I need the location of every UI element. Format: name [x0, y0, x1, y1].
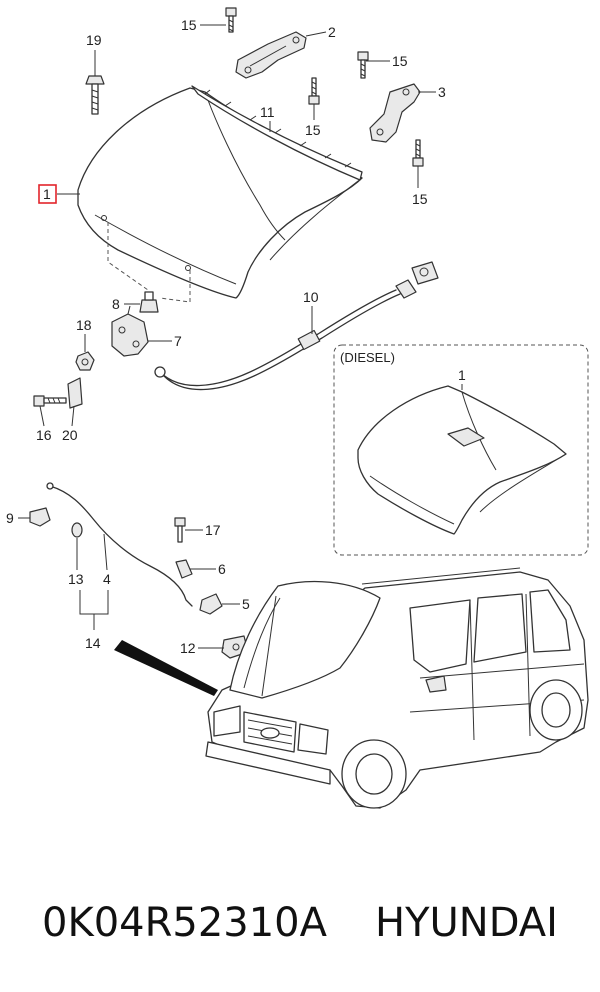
bolt-15-upper-right: [357, 51, 369, 79]
callout-20: 20: [62, 427, 78, 443]
release-cable-10: [154, 261, 439, 391]
bolt-15-middle: [308, 77, 320, 105]
grommet-13: [71, 522, 83, 538]
callout-1-diesel: 1: [458, 367, 466, 383]
bolt-15-top: [225, 7, 237, 33]
prop-rod-4: [46, 482, 193, 607]
part-number: 0K04R52310A: [42, 900, 327, 946]
diesel-hood: [357, 385, 567, 535]
parts-diagram: (DIESEL) 1 1 2 3 15 15 15 15 11 19 8 10 …: [6, 7, 589, 809]
callout-17: 17: [205, 522, 221, 538]
callout-1-highlight: [38, 184, 57, 204]
hood-panel: [77, 87, 363, 299]
hood-hinge-left: [235, 31, 307, 79]
nut-18: [75, 351, 95, 371]
hood-latch-7: [111, 305, 149, 357]
hood-hinge-right: [369, 83, 421, 143]
callout-15-top: 15: [181, 17, 197, 33]
brand-name: HYUNDAI: [375, 900, 558, 946]
bracket-20: [67, 377, 83, 409]
callout-15-upper-right: 15: [392, 53, 408, 69]
callout-1: 1: [43, 186, 51, 202]
callout-5: 5: [242, 596, 250, 612]
vehicle-illustration: [205, 567, 589, 809]
clip-9: [29, 507, 51, 527]
callout-19: 19: [86, 32, 102, 48]
diesel-label: (DIESEL): [340, 350, 395, 365]
callout-15-lower-right: 15: [412, 191, 428, 207]
clip-6: [175, 559, 193, 579]
part-caption: 0K04R52310A HYUNDAI: [0, 888, 600, 958]
hood-bumper-guide: [107, 222, 191, 303]
diesel-inset-box: [333, 344, 589, 556]
bolt-16: [33, 395, 67, 407]
callout-16: 16: [36, 427, 52, 443]
callout-9: 9: [6, 510, 14, 526]
callout-12: 12: [180, 640, 196, 656]
callout-13: 13: [68, 571, 84, 587]
hood-weatherstrip: [191, 85, 363, 181]
hood-stud-19: [85, 75, 105, 115]
callout-4: 4: [103, 571, 111, 587]
callout-14-bracket: [79, 590, 109, 630]
callout-6: 6: [218, 561, 226, 577]
location-pointer: [114, 640, 218, 696]
callout-14: 14: [85, 635, 101, 651]
bolt-15-lower-right: [412, 139, 424, 167]
callout-11: 11: [260, 104, 275, 120]
callout-18: 18: [76, 317, 92, 333]
hood-bumper-8: [139, 291, 159, 313]
holder-5: [199, 593, 223, 615]
callout-10: 10: [303, 289, 319, 305]
callout-3: 3: [438, 84, 446, 100]
callout-8: 8: [112, 296, 120, 312]
callout-2: 2: [328, 24, 336, 40]
screw-17: [174, 517, 186, 543]
callout-15-middle: 15: [305, 122, 321, 138]
callout-7: 7: [174, 333, 182, 349]
